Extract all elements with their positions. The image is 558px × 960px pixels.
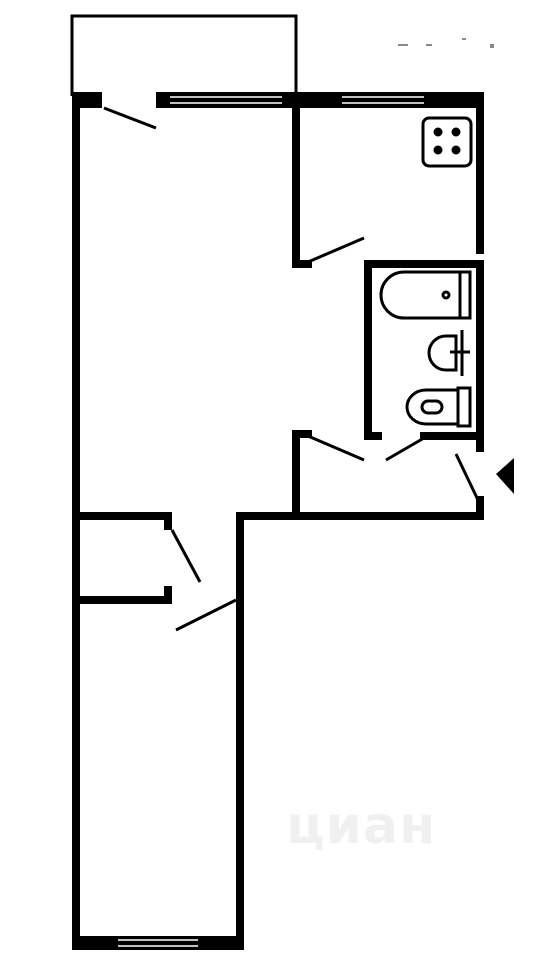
closet-door-leaf: [170, 529, 202, 583]
balcony-door-leaf: [103, 106, 157, 130]
bedroom-door-leaf: [175, 598, 237, 632]
kitchen-partition: [292, 104, 312, 268]
burner: [451, 145, 461, 155]
balcony-door-window: [156, 92, 296, 108]
top-exterior-wall: [72, 92, 484, 108]
stove: [421, 116, 473, 168]
storage-closet: [72, 512, 202, 604]
hallway-bottom-wall: [236, 496, 484, 948]
kitchen-window: [296, 92, 484, 108]
stove-body: [421, 116, 473, 168]
bedroom-window: [72, 936, 244, 950]
balcony: [70, 14, 298, 96]
closet-bottom-wall: [72, 586, 172, 604]
burner: [451, 127, 461, 137]
burner: [433, 145, 443, 155]
sink-bowl: [427, 334, 458, 372]
bathroom: [364, 260, 484, 462]
bathroom-wall: [364, 260, 484, 440]
bottom-exterior-wall: [72, 936, 244, 950]
entrance-door-leaf: [454, 453, 480, 501]
bathroom-door-leaf: [385, 436, 425, 462]
sink: [427, 330, 470, 376]
bathtub: [379, 270, 472, 320]
toilet-bowl: [405, 388, 460, 426]
central-partition: [292, 430, 312, 520]
bathtub-drain: [441, 290, 451, 300]
kitchen-door-leaf: [307, 236, 365, 264]
toilet: [405, 386, 472, 428]
entrance-arrow-icon: [496, 458, 514, 494]
scan-marks: [398, 38, 494, 48]
closet-top-wall: [72, 512, 172, 530]
toilet-tank: [456, 386, 472, 428]
balcony-outline: [70, 14, 298, 96]
toilet-seat-hole: [420, 399, 444, 415]
burner: [433, 127, 443, 137]
hall-door-leaf: [307, 434, 365, 462]
bathtub-body: [379, 270, 472, 320]
